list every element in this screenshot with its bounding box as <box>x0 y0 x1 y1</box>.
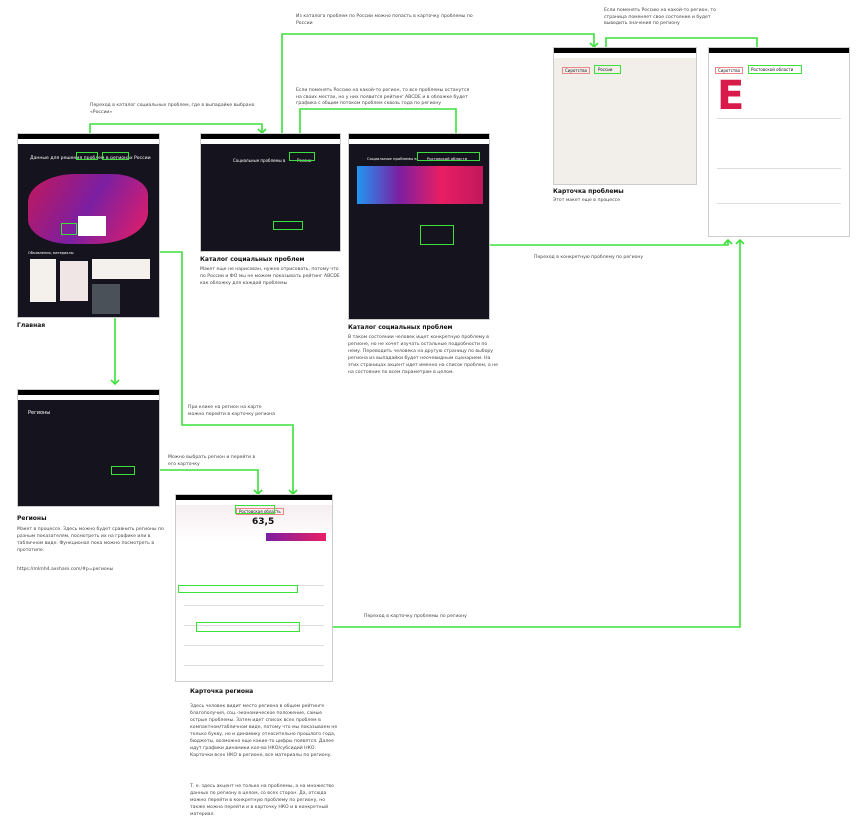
note-to-problem-region: Переход в конкретную проблему по региону <box>534 255 644 260</box>
connector-catalog-to-problem-region <box>452 240 729 246</box>
note-map-click: При клике на регион на карте можно перей… <box>188 405 275 417</box>
region-card-desc-2: Т. е. здесь акцент не только на проблемы… <box>190 784 334 817</box>
region-select[interactable]: России <box>598 67 613 72</box>
catalog-russia-desc: Макет еще не нарисован, нужно отрисовать… <box>200 267 340 286</box>
catalog-region-hero: Социальные проблемы в <box>367 156 417 161</box>
note-card-to-problem: Переход в карточку проблемы по региону <box>364 614 467 619</box>
problem-russia-title: Карточка проблемы <box>553 188 624 195</box>
region-score: 63,5 <box>252 517 275 527</box>
screen-main[interactable]: Данные для решения проблем в регионах Ро… <box>17 133 160 318</box>
main-section: Объявления, материалы <box>28 251 74 255</box>
main-hero: Данные для решения проблем в регионах Ро… <box>30 156 151 161</box>
problem-name: Сиротство <box>715 67 744 74</box>
main-title: Главная <box>17 322 46 329</box>
prototype-link[interactable]: https://mlmh4.axshare.com/#p=регионы <box>17 567 114 572</box>
screen-catalog-region[interactable]: Социальные проблемы в Ростовской области <box>348 133 490 320</box>
note-catalog-to-card: Из каталога проблем по России можно попа… <box>296 14 473 26</box>
screen-problem-russia[interactable]: Сиротство России <box>553 47 697 185</box>
note-change-region-card: Если поменять Россию на какой-то регион,… <box>604 8 716 27</box>
note-change-region-catalog: Если поменять Россию на какой-то регион,… <box>296 88 470 107</box>
screen-problem-region[interactable]: Сиротство Ростовской области E <box>708 47 850 237</box>
regions-title: Регионы <box>17 515 47 522</box>
screen-catalog-russia[interactable]: Социальные проблемы в России <box>200 133 341 252</box>
note-to-catalog: Переход в каталог социальных проблем, гд… <box>90 103 255 115</box>
catalog-region-title: Каталог социальных проблем <box>348 324 453 331</box>
connector-catalog-to-problem <box>281 33 595 204</box>
region-select[interactable]: Ростовская область <box>236 508 284 515</box>
note-choose-region: Можно выбрать регион и перейти в его кар… <box>168 455 256 467</box>
region-select[interactable]: Ростовской области <box>751 67 794 72</box>
problem-russia-desc: Этот макет еще в процессе <box>553 198 621 203</box>
region-select[interactable]: Ростовской области <box>427 156 468 161</box>
region-card-desc: Здесь человек видит место региона в обще… <box>190 704 338 758</box>
screen-regions[interactable]: Регионы <box>17 389 160 507</box>
catalog-region-desc: В таком состоянии человек ищет конкретну… <box>348 335 498 375</box>
rating-letter: E <box>717 73 745 119</box>
catalog-russia-hero: Социальные проблемы в <box>233 158 286 163</box>
screen-region-card[interactable]: Ростовская область 63,5 <box>175 494 333 682</box>
regions-hero: Регионы <box>28 410 51 416</box>
catalog-russia-title: Каталог социальных проблем <box>200 256 305 263</box>
region-card-title: Карточка региона <box>190 688 254 695</box>
connector-regions-to-card <box>125 469 259 494</box>
problem-name: Сиротство <box>562 67 591 74</box>
connector-card-to-problem <box>300 240 741 628</box>
regions-desc: Макет в процессе. Здесь можно будет срав… <box>17 527 164 553</box>
